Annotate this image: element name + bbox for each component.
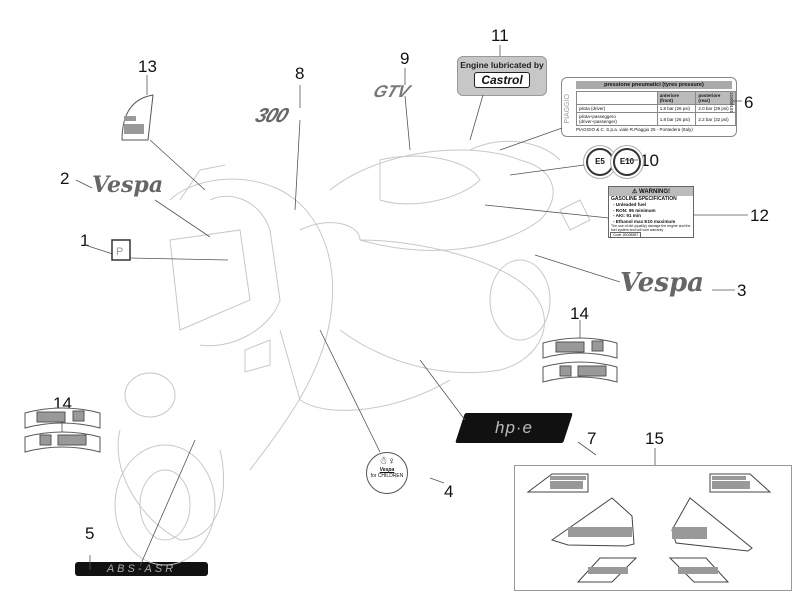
emblem-1: P <box>111 239 131 261</box>
tyre-label-title: pressione pneumatici (tyres pressure) <box>576 81 732 89</box>
children-sticker: ☃♀ Vespa for CHILDREN <box>366 452 408 494</box>
castrol-text: Engine lubricated by <box>460 60 544 70</box>
part-number-15: 15 <box>645 429 664 448</box>
part-number-5: 5 <box>85 524 95 543</box>
part-number-13: 13 <box>138 57 157 76</box>
fuel-e10-badge: E10 <box>613 148 641 176</box>
warning-header: ⚠ WARNING! <box>609 187 693 196</box>
vespa-emblem-2: Vespa <box>92 172 164 198</box>
scooter-outline <box>114 140 591 566</box>
tyre-pressure-label: PIAGGIO 1G000181 pressione pneumatici (t… <box>561 77 737 137</box>
tyre-label-footer: PIAGGIO & C. S.p.a. viale R.Piaggio 25 -… <box>576 127 693 132</box>
leader-lines <box>61 45 748 570</box>
stick-figures-icon: ☃♀ <box>378 456 396 467</box>
part-number-4: 4 <box>444 482 454 501</box>
part-number-3: 3 <box>737 281 747 300</box>
part-number-7: 7 <box>587 429 597 448</box>
table-row: pilota+passeggero (driver+passenger) 1.8… <box>576 112 736 126</box>
decal-14-right <box>542 337 618 383</box>
part-number-6: 6 <box>744 93 754 112</box>
castrol-brand: Castrol <box>474 72 530 88</box>
part-number-10: 10 <box>640 151 659 170</box>
part-number-2: 2 <box>60 169 70 188</box>
part-number-8: 8 <box>295 64 305 83</box>
part-number-1: 1 <box>80 231 90 250</box>
tyre-label-code: 1G000181 <box>729 92 734 114</box>
vespa-emblem-3: Vespa <box>620 268 704 298</box>
warning-subtitle: GASOLINE SPECIFICATION <box>611 196 677 202</box>
decal-kit-15-shapes <box>526 473 772 583</box>
part-number-14-right: 14 <box>570 304 589 323</box>
badge-abs-asr: ABS-ASR <box>75 562 208 576</box>
part-number-11: 11 <box>491 26 509 45</box>
fuel-warning-label: ⚠ WARNING! GASOLINE SPECIFICATION - Unle… <box>608 186 694 238</box>
svg-text:P: P <box>116 246 123 258</box>
part-number-12: 12 <box>750 206 769 225</box>
part-number-9: 9 <box>400 49 410 68</box>
warning-code: Code 1B008587 <box>610 232 642 238</box>
decal-14-left <box>24 407 101 453</box>
castrol-label: Engine lubricated by Castrol <box>457 56 547 96</box>
warning-note: The use of dirt (quality) damage the eng… <box>611 224 691 232</box>
tyre-pressure-table: anteriore (front) posteriore (rear) pilo… <box>576 91 736 126</box>
decal-13 <box>121 94 154 141</box>
